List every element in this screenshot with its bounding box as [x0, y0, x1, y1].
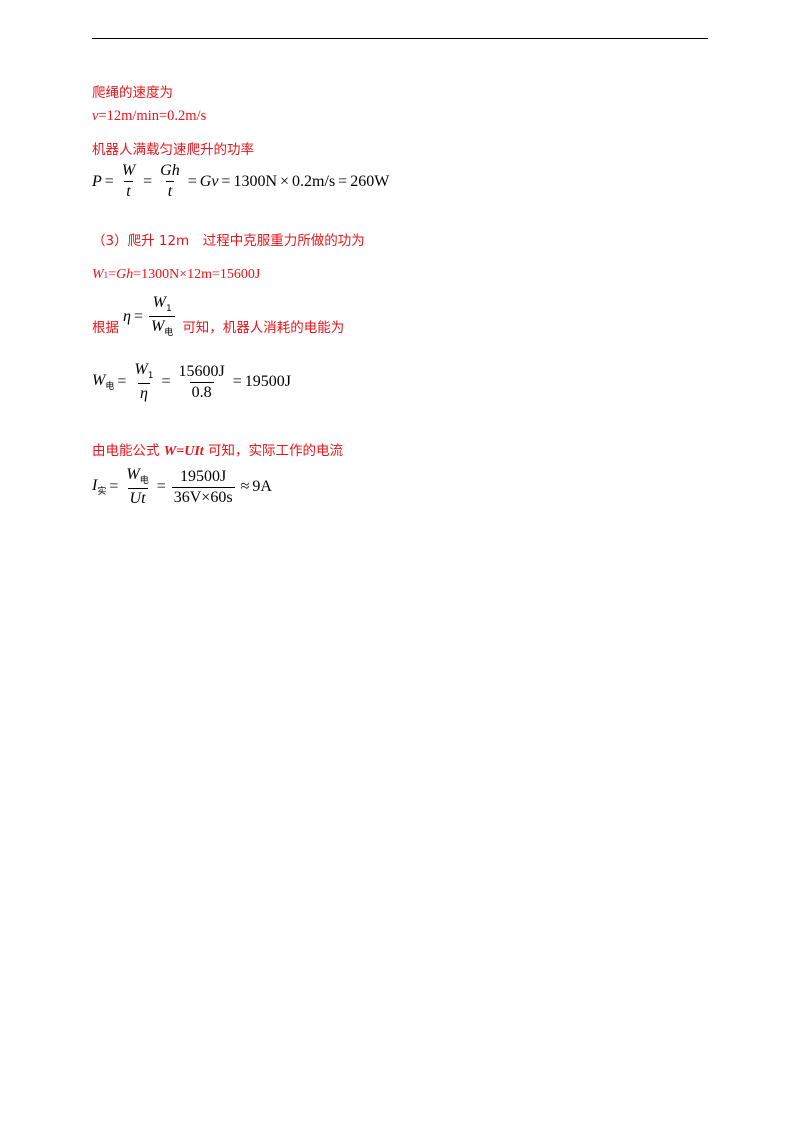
velocity-value: =12m/min=0.2m/s — [98, 108, 207, 124]
denominator: t — [165, 181, 175, 200]
denominator: W — [150, 318, 165, 335]
equation-electric-energy: W电 = W1 η = 15600J 0.8 = 19500J — [92, 362, 291, 402]
numerator-subscript: 1 — [147, 371, 154, 381]
formula-intro: 由电能公式 — [92, 443, 164, 459]
text-line-part3: （3）爬升 12m 过程中克服重力所做的功为 — [92, 229, 365, 249]
force-value: 1300N — [233, 172, 278, 190]
numerator: 19500J — [180, 467, 227, 485]
text-line-power-label: 机器人满载匀速爬升的功率 — [92, 138, 254, 158]
equals-sign: = — [156, 478, 166, 495]
basis-label: 根据 — [92, 319, 119, 336]
equals-sign: = — [161, 373, 171, 390]
numerator: W — [134, 361, 148, 378]
denominator: 0.8 — [189, 381, 214, 401]
equals-sign: = — [104, 172, 114, 190]
equation-current: I实 = W电 Ut = 19500J 36V×60s ≈ 9A — [92, 467, 272, 507]
power-result: 260W — [350, 172, 390, 190]
current-subscript: 实 — [97, 487, 107, 497]
fraction-w-over-t: W t — [120, 163, 137, 200]
conclusion-label: 可知，机器人消耗的电能为 — [182, 319, 345, 336]
equation-power: P = W t = Gh t = Gv = 1300N × 0.2m/s = 2… — [92, 163, 389, 200]
numerator: W — [126, 466, 140, 483]
equals-sign: = — [187, 172, 197, 190]
numerator-subscript: 电 — [139, 476, 149, 486]
text-line-work: W1=Gh=1300N×12m=15600J — [92, 266, 260, 283]
text-line-rope-speed: 爬绳的速度为 — [92, 81, 173, 101]
numerator: Gh — [160, 162, 180, 179]
text-line-speed-value: v=12m/min=0.2m/s — [92, 108, 206, 125]
fraction-gh-over-t: Gh t — [158, 163, 182, 200]
denominator: t — [124, 181, 133, 200]
denominator-subscript: 电 — [164, 328, 174, 338]
electric-energy-result: 19500J — [244, 373, 291, 390]
part3-heading: （3）爬升 12m 过程中克服重力所做的功为 — [92, 233, 365, 249]
numerator: W — [152, 294, 166, 311]
velocity-symbol: v — [92, 108, 99, 124]
equals-sign: = — [338, 172, 348, 190]
fraction-efficiency: W1 W电 — [148, 294, 176, 338]
current-symbol: I — [92, 477, 98, 494]
approx-sign: ≈ — [240, 478, 250, 495]
work-symbol: W — [92, 267, 104, 282]
equation-efficiency-line: 根据 η = W1 W电 可知，机器人消耗的电能为 — [92, 295, 344, 338]
power-formula: W=UIt — [163, 444, 204, 459]
equals-sign: = — [133, 307, 143, 325]
fraction-current-values: 19500J 36V×60s — [171, 467, 235, 506]
text-line-current-label: 由电能公式 W=UIt 可知，实际工作的电流 — [92, 439, 343, 460]
current-label: 可知，实际工作的电流 — [203, 443, 343, 459]
power-label: 机器人满载匀速爬升的功率 — [92, 142, 254, 158]
eta-symbol: η — [123, 307, 131, 325]
equals-sign: = — [109, 478, 119, 495]
electric-energy-symbol: W — [92, 372, 106, 389]
equals-sign: = — [232, 373, 242, 390]
fraction-values: 15600J 0.8 — [176, 362, 226, 401]
rope-speed-label: 爬绳的速度为 — [92, 85, 173, 101]
equals-sign: = — [143, 172, 153, 190]
equals-sign: = — [221, 172, 231, 190]
fraction-w-over-ut: W电 Ut — [124, 467, 150, 507]
numerator: W — [121, 162, 136, 179]
work-value: =1300N×12m=15600J — [133, 267, 261, 282]
electric-energy-subscript: 电 — [105, 382, 115, 392]
denominator: η — [137, 383, 150, 402]
header-rule — [92, 38, 708, 39]
numerator-subscript: 1 — [165, 304, 172, 314]
times-sign: × — [280, 172, 290, 190]
work-subscript: 1 — [103, 270, 109, 280]
current-result: 9A — [252, 478, 272, 495]
power-symbol: P — [92, 172, 102, 190]
speed-value: 0.2m/s — [292, 172, 336, 190]
denominator: 36V×60s — [171, 486, 235, 506]
fraction-w1-over-eta: W1 η — [132, 362, 155, 402]
gv-term: Gv — [199, 172, 219, 190]
equals-sign: = — [108, 267, 117, 282]
denominator: Ut — [127, 488, 148, 507]
equals-sign: = — [117, 373, 127, 390]
numerator: 15600J — [178, 362, 225, 380]
gh-term: Gh — [116, 267, 134, 282]
